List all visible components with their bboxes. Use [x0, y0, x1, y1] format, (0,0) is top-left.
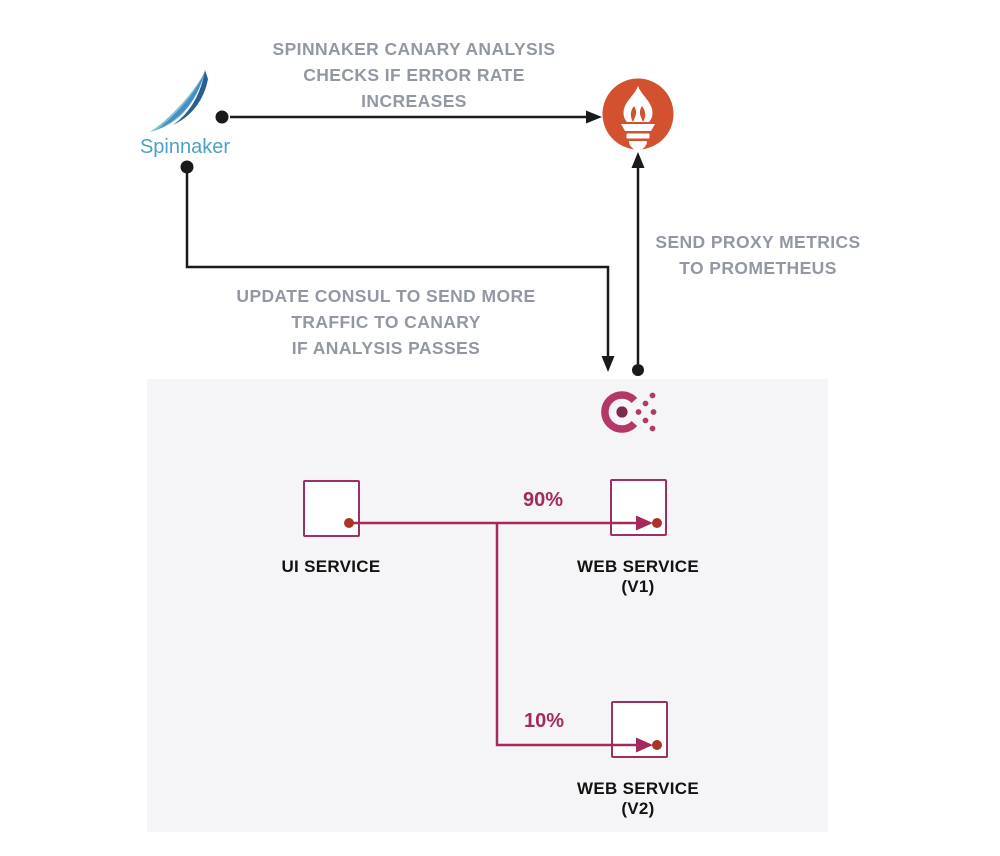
web-service-v1-box — [610, 479, 667, 536]
annotation-canary-analysis: SPINNAKER CANARY ANALYSIS CHECKS IF ERRO… — [272, 39, 556, 111]
arrowhead-right-icon — [586, 110, 602, 124]
web-service-v2-box — [611, 701, 668, 758]
annotation-send-proxy-metrics: SEND PROXY METRICS TO PROMETHEUS — [655, 232, 861, 278]
edge-start-dot — [180, 160, 194, 174]
annotation-update-consul: UPDATE CONSUL TO SEND MORE TRAFFIC TO CA… — [236, 286, 536, 358]
arrowhead-down-icon — [601, 356, 615, 372]
ui-service-label: UI SERVICE — [281, 557, 381, 576]
edge-start-dot — [632, 364, 644, 376]
prometheus-torch-icon — [602, 78, 674, 150]
arrowhead-up-icon — [631, 152, 645, 168]
web-service-v2-label: WEB SERVICE (V2) — [576, 779, 699, 818]
spinnaker-label: Spinnaker — [139, 136, 231, 158]
web-service-v1-label: WEB SERVICE (V1) — [576, 557, 699, 596]
traffic-percent-v1: 90% — [522, 489, 564, 511]
spinnaker-sail-icon — [150, 70, 208, 132]
service-mesh-panel — [147, 379, 828, 832]
traffic-percent-v2: 10% — [523, 710, 565, 732]
ui-service-box — [303, 480, 360, 537]
